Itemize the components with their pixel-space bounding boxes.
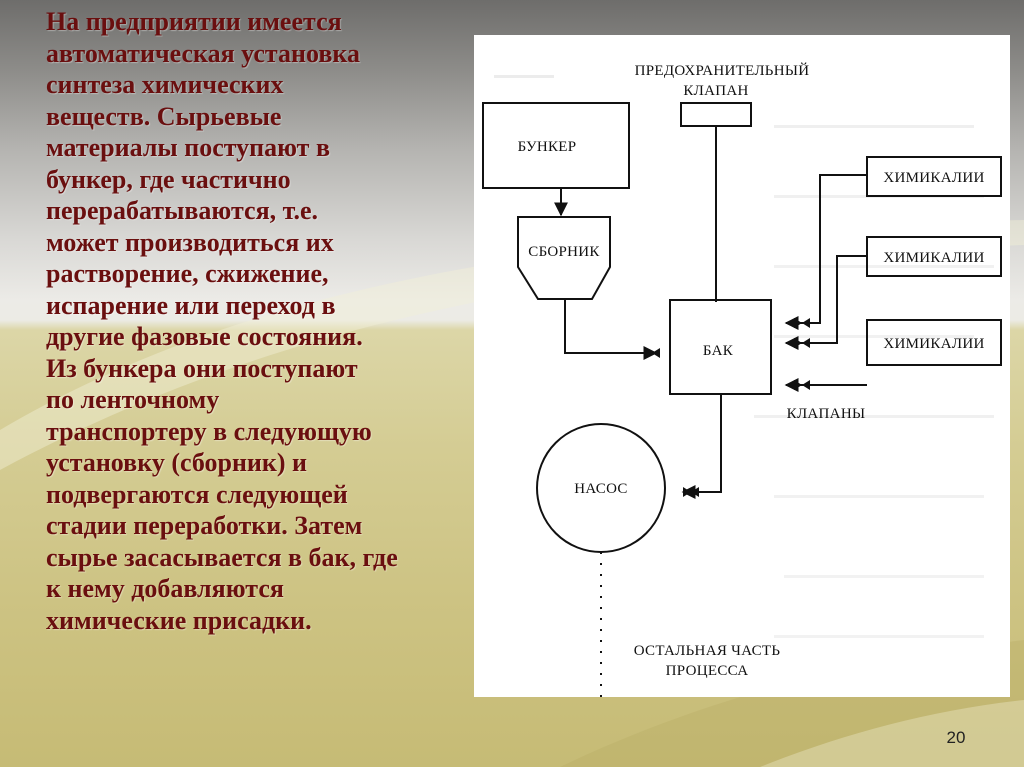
body-line: стадии переработки. Затем: [46, 511, 363, 540]
valves-label: КЛАПАНЫ: [787, 406, 866, 422]
body-line: транспортеру в следующую: [46, 416, 372, 446]
body-line: подвергаются следующей: [46, 479, 348, 509]
body-line: химические присадки.: [46, 605, 312, 635]
valve-symbols: [644, 318, 810, 497]
body-line: синтеза химических: [46, 70, 284, 99]
chemicals-box-1: [866, 156, 1002, 197]
body-line: Из бункера они поступают: [46, 353, 358, 383]
collector-label: СБОРНИК: [528, 244, 600, 260]
safety-valve-box: [680, 102, 752, 127]
page-number: 20: [946, 728, 966, 747]
safety-valve-label: ПРЕДОХРАНИТЕЛЬНЫЙ: [635, 62, 810, 79]
body-line: может производиться их: [46, 227, 334, 257]
collector-shape: [517, 216, 611, 300]
pump-label: НАСОС: [574, 481, 627, 497]
safety-valve-label-2: КЛАПАН: [683, 83, 748, 99]
slide-body-text: На предприятии имеется автоматическая ус…: [46, 6, 461, 636]
chemicals-label-1: ХИМИКАЛИИ: [883, 170, 984, 186]
body-line: сырье засасывается в бак, где: [46, 542, 398, 572]
body-line: На предприятии имеется: [46, 7, 342, 36]
bunker-label: БУНКЕР: [518, 139, 577, 155]
process-diagram-figure: ПРЕДОХРАНИТЕЛЬНЫЙ КЛАПАН БУНКЕР СБОРНИК …: [474, 35, 1010, 697]
process-diagram: ПРЕДОХРАНИТЕЛЬНЫЙ КЛАПАН БУНКЕР СБОРНИК …: [482, 62, 1002, 697]
chemicals-box-3: [866, 319, 1002, 366]
body-line: веществ. Сырьевые: [46, 101, 282, 131]
chemicals-label-2: ХИМИКАЛИИ: [883, 250, 984, 266]
body-line: бункер, где частично: [46, 164, 291, 194]
chemicals-label-3: ХИМИКАЛИИ: [883, 336, 984, 352]
body-line: установку (сборник) и: [46, 448, 308, 477]
body-line: другие фазовые состояния.: [46, 322, 363, 351]
body-line: по ленточному: [46, 385, 220, 414]
rest-of-process-label-2: ПРОЦЕССА: [666, 663, 749, 679]
bunker-box: [482, 102, 630, 189]
scan-bleed-through: [494, 75, 994, 638]
body-line: перерабатываются, т.е.: [46, 196, 318, 225]
body-line: к нему добавляются: [46, 574, 284, 603]
body-line: материалы поступают в: [46, 133, 330, 162]
body-line: испарение или переход в: [46, 290, 336, 320]
body-line: растворение, сжижение,: [46, 259, 329, 288]
rest-of-process-label: ОСТАЛЬНАЯ ЧАСТЬ: [634, 643, 781, 659]
tank-label: БАК: [703, 343, 734, 359]
body-line: автоматическая установка: [46, 38, 360, 68]
